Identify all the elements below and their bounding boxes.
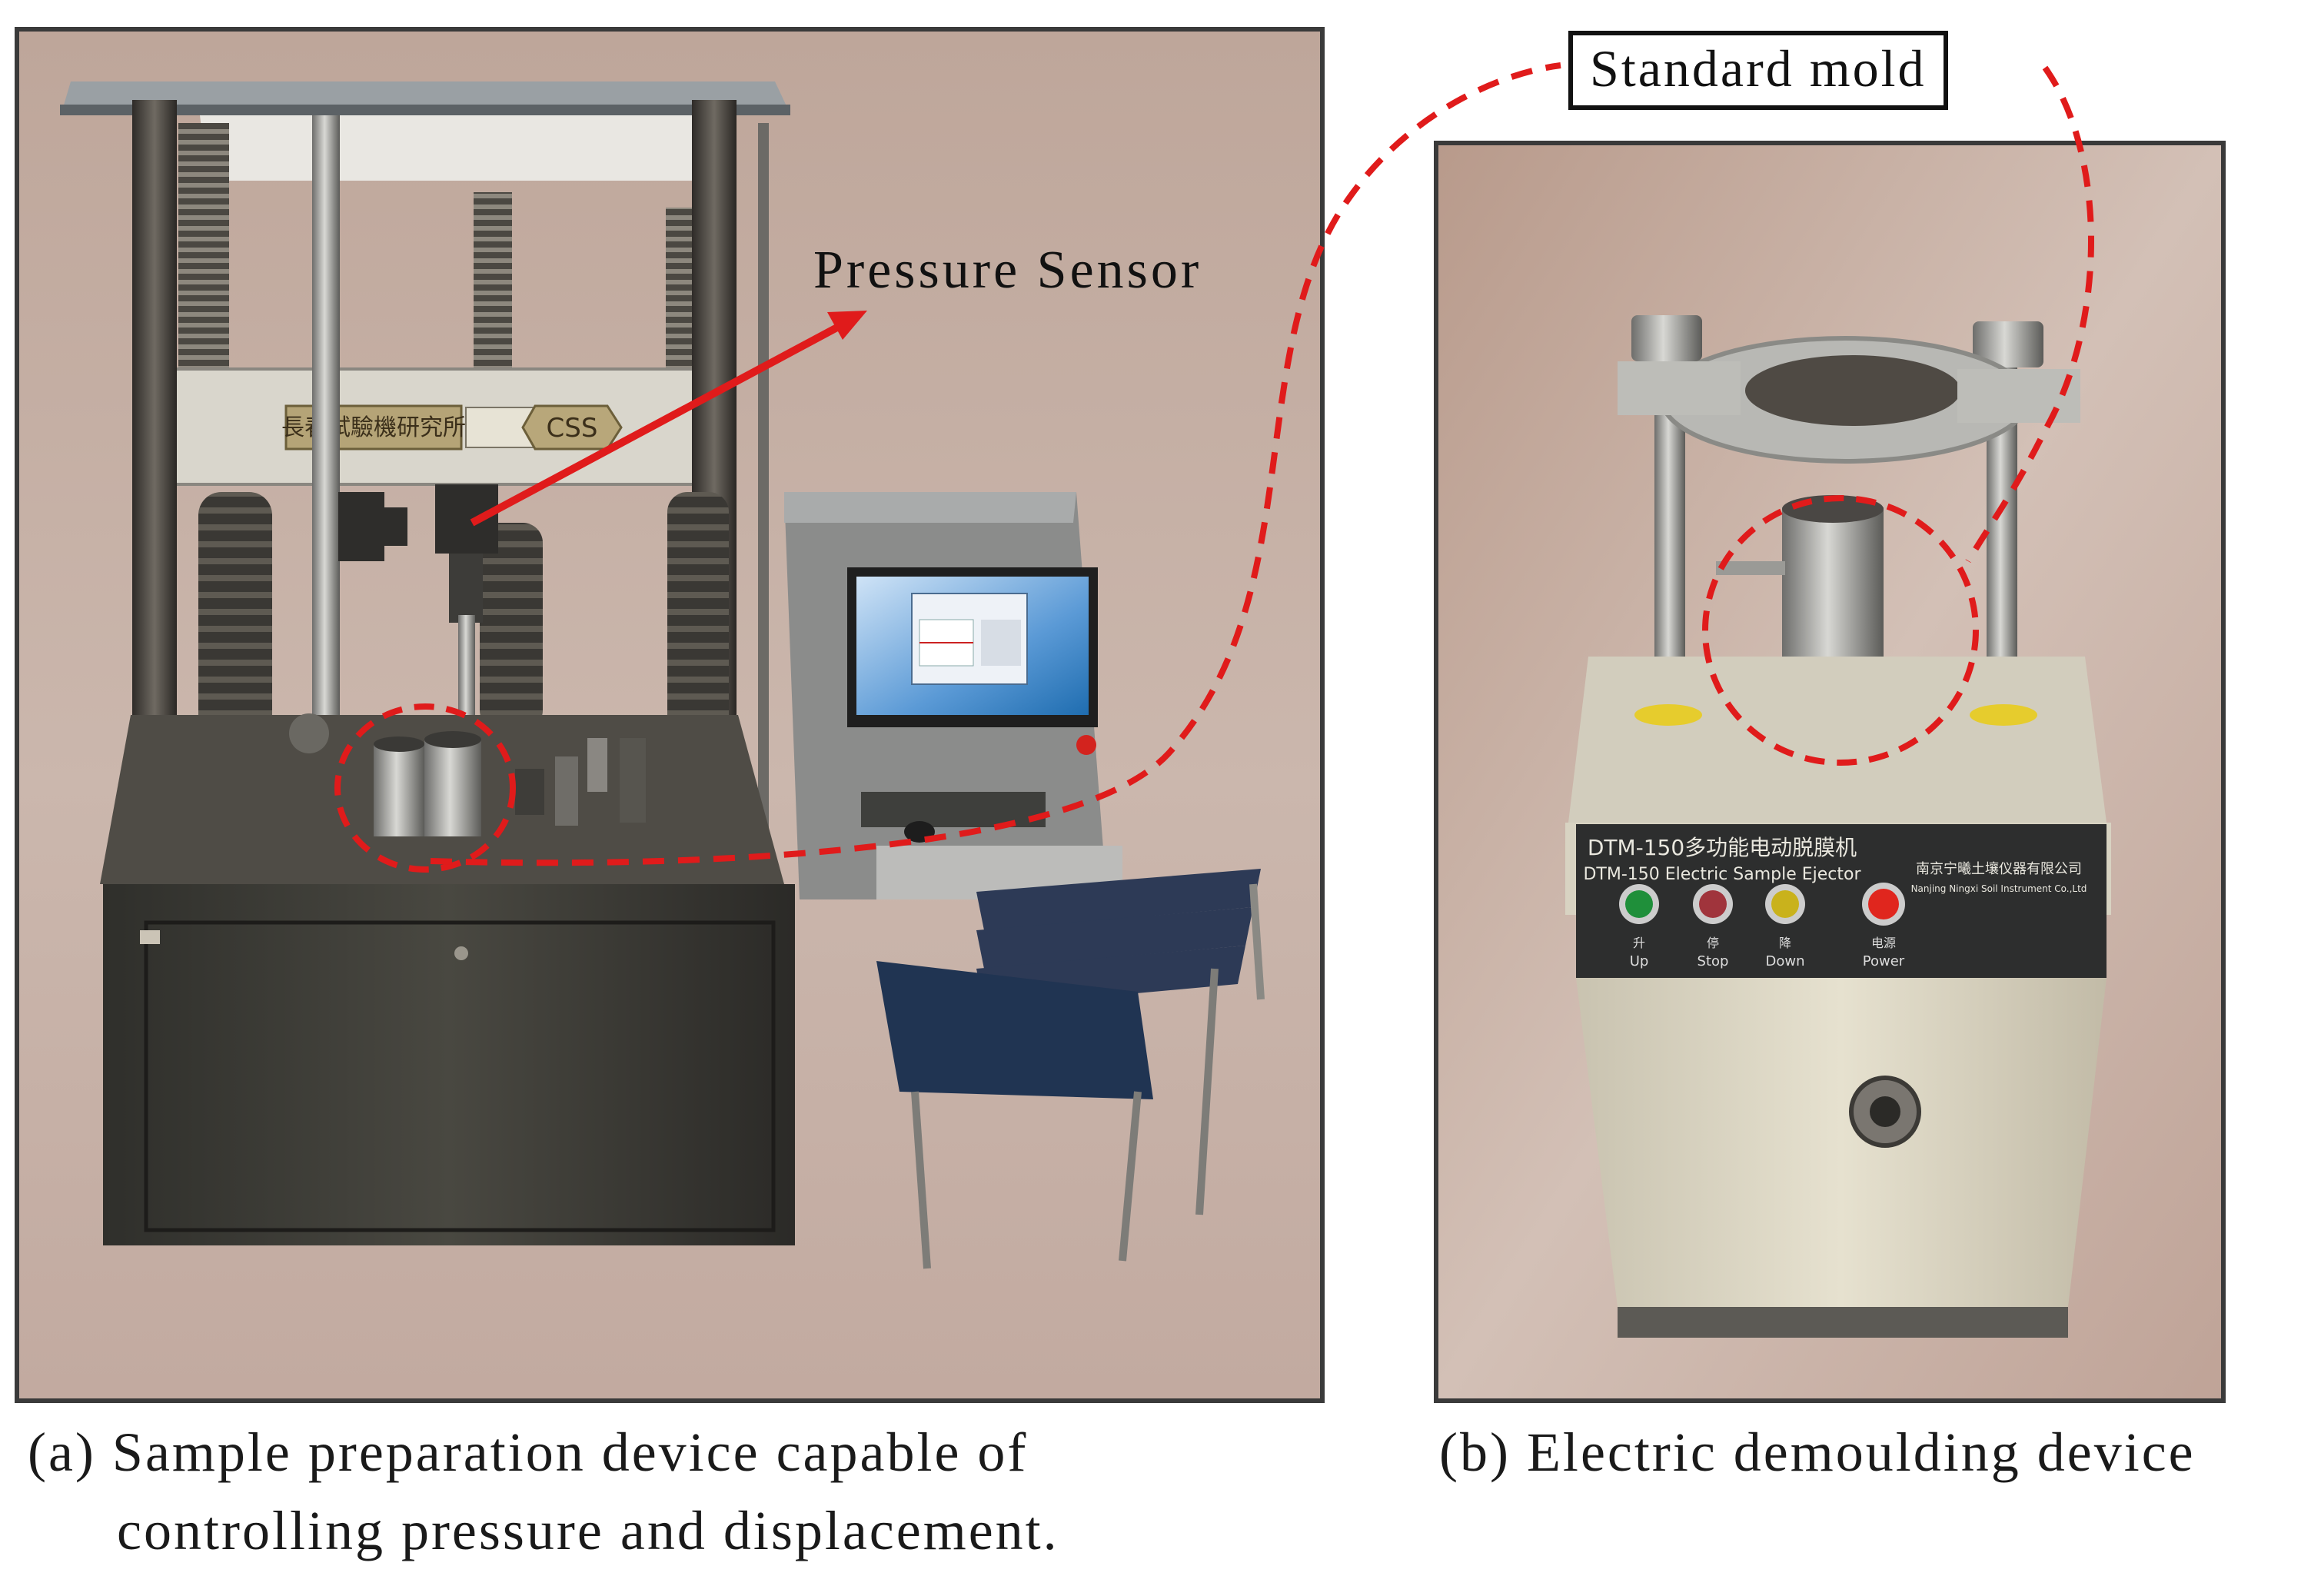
ejector-title-cn: DTM-150多功能电动脱膜机	[1588, 835, 1857, 860]
standard-mold-highlight-ellipse	[1702, 495, 1979, 766]
console-estop	[1076, 735, 1096, 755]
ejector-foot	[1618, 1307, 2068, 1338]
ejector-cap-left	[1631, 315, 1702, 361]
svg-text:降: 降	[1779, 936, 1791, 950]
ejector-cabinet	[1576, 978, 2107, 1307]
press-logo-text: CSS	[547, 413, 598, 444]
panel-a-photo: 長春試驗機研究所 CSS	[15, 27, 1325, 1403]
press-screw-center	[474, 192, 512, 369]
svg-text:Up: Up	[1630, 953, 1649, 969]
ejector-top-deck	[1568, 657, 2107, 823]
svg-text:电源: 电源	[1871, 936, 1896, 950]
pressure-sensor-label: Pressure Sensor	[813, 241, 1202, 300]
panel-a-caption-line1: (a) Sample preparation device capable of	[28, 1421, 1029, 1483]
ejector-maker-cn: 南京宁曦土壤仪器有限公司	[1916, 861, 2082, 877]
press-bellows-center	[480, 523, 543, 730]
svg-text:Stop: Stop	[1698, 953, 1729, 969]
svg-text:停: 停	[1707, 936, 1719, 950]
mold-highlight-ellipse	[334, 703, 516, 873]
ejector-button-stop: 停 Stop	[1693, 884, 1733, 969]
chair	[876, 869, 1265, 1269]
control-console	[784, 492, 1122, 899]
press-screw-left	[178, 123, 229, 400]
panel-b-caption: (b) Electric demoulding device	[1439, 1421, 2196, 1483]
press-upper-housing	[200, 115, 715, 181]
ejector-button-down: 降 Down	[1765, 884, 1805, 969]
press-cabinet-door	[144, 920, 776, 1232]
panel-b-photo: DTM-150多功能电动脱膜机 DTM-150 Electric Sample …	[1434, 141, 2226, 1403]
press-cabinet-lock	[454, 946, 468, 960]
press-column-left-inner	[312, 115, 340, 730]
press-top-plate	[63, 81, 787, 108]
press-piston-rod	[458, 615, 475, 723]
ejector-button-up: 升 Up	[1619, 884, 1659, 969]
ejector-title-en: DTM-150 Electric Sample Ejector	[1583, 865, 1861, 884]
ejector-bushing-right	[1970, 704, 2037, 726]
svg-text:Power: Power	[1863, 953, 1905, 969]
standard-mold-connector-right	[1965, 65, 2094, 564]
standard-mold-label: Standard mold	[1568, 31, 1948, 110]
ejector-maker-en: Nanjing Ningxi Soil Instrument Co.,Ltd	[1911, 883, 2087, 894]
ejector-cap-right	[1973, 321, 2043, 367]
press-actuator-left	[338, 492, 384, 561]
standard-mold-handle	[1716, 561, 1785, 575]
press-actuator-left-2	[378, 507, 407, 546]
press-cabinet-hinge	[140, 930, 160, 944]
ejector-bushing-left	[1634, 704, 1702, 726]
press-top-plate-edge	[60, 105, 790, 115]
press-guide-rod	[758, 123, 769, 853]
svg-text:升: 升	[1633, 936, 1645, 950]
pressure-sensor-body	[435, 484, 498, 554]
pressure-sensor-arrow	[470, 311, 867, 527]
standard-mold-connector-left	[430, 62, 1561, 866]
ejector-crossbar-right	[1957, 369, 2080, 423]
ejector-control-panel	[1576, 824, 2107, 978]
press-cabinet	[103, 884, 795, 1245]
console-keyboard-shelf	[861, 792, 1046, 827]
svg-text:Down: Down	[1765, 953, 1804, 969]
press-nameplate-text: 長春試驗機研究所	[281, 414, 466, 441]
mold-group-left	[289, 713, 646, 836]
ejector-top-ring-hole	[1745, 355, 1960, 426]
panel-a-caption-line2: controlling pressure and displacement.	[117, 1500, 1059, 1561]
pressure-sensor-shaft	[449, 554, 483, 623]
ejector-button-power: 电源 Power	[1862, 883, 1905, 969]
ejector-crossbar	[1618, 361, 1741, 415]
